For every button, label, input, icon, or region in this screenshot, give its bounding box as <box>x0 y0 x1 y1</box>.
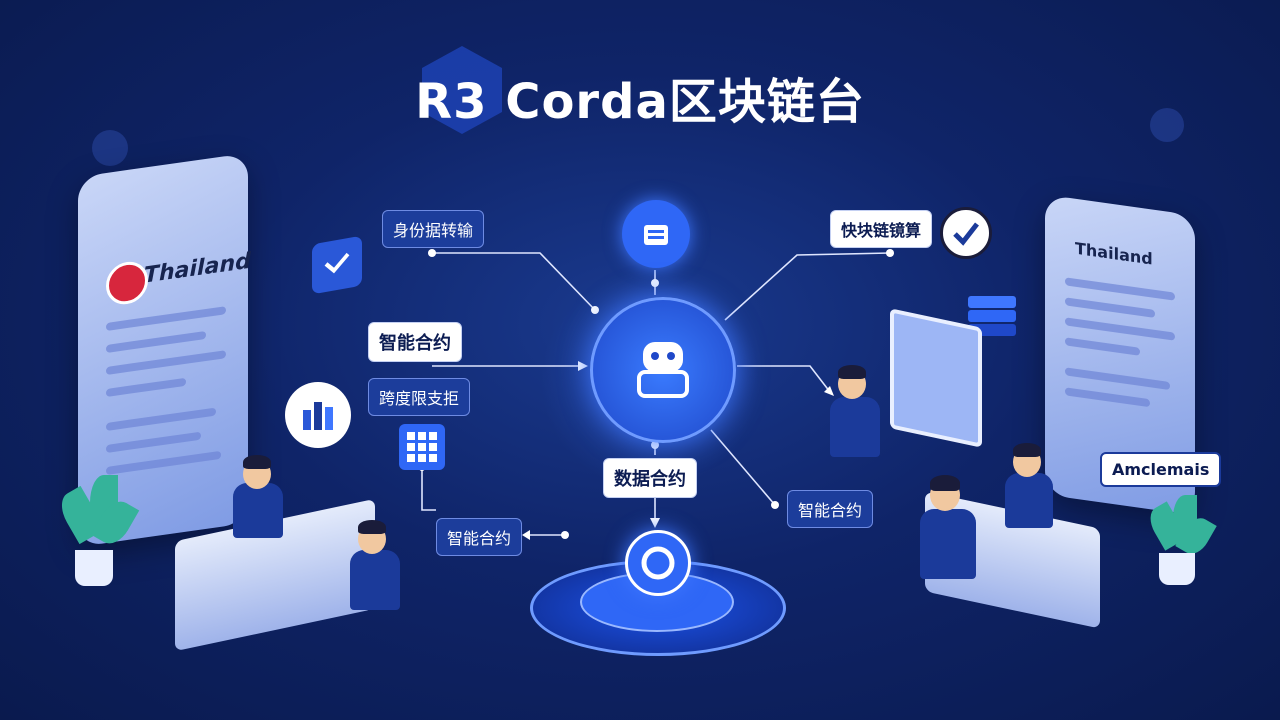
laptop-screen <box>890 308 982 448</box>
title-hexagon <box>422 46 502 134</box>
tag-label: Amclemais <box>1100 452 1222 487</box>
label-data-contract: 数据合约 <box>603 458 697 498</box>
flag-icon <box>106 259 148 308</box>
person-left-desk <box>225 455 295 545</box>
person-right-desk <box>995 443 1065 533</box>
label-compliance: 跨度限支拒 <box>368 378 471 416</box>
page-title: R3 Corda区块链台 <box>415 74 865 130</box>
database-icon <box>622 200 690 268</box>
label-chain-settlement: 快块链镜算 <box>830 210 933 248</box>
calculator-icon <box>399 424 445 470</box>
shield-icon <box>312 235 362 295</box>
check-icon <box>940 207 992 259</box>
label-smart-contract-2: 智能合约 <box>436 518 523 556</box>
label-smart-contract-3: 智能合约 <box>787 490 874 528</box>
circle-icon <box>625 530 691 596</box>
person-left-sitting <box>340 520 410 630</box>
right-panel-label: Thailand <box>1075 238 1153 269</box>
person-right-front <box>910 475 990 605</box>
plant-left <box>54 470 140 590</box>
person-right-laptop <box>820 365 890 475</box>
label-data-transfer: 身份据转输 <box>382 210 485 248</box>
plant-right <box>1144 495 1217 590</box>
central-hub <box>590 297 736 443</box>
label-smart-contract-1: 智能合约 <box>368 322 462 362</box>
robot-icon <box>637 342 689 398</box>
chart-icon <box>285 382 351 448</box>
left-panel-label: Thailand <box>144 248 251 289</box>
